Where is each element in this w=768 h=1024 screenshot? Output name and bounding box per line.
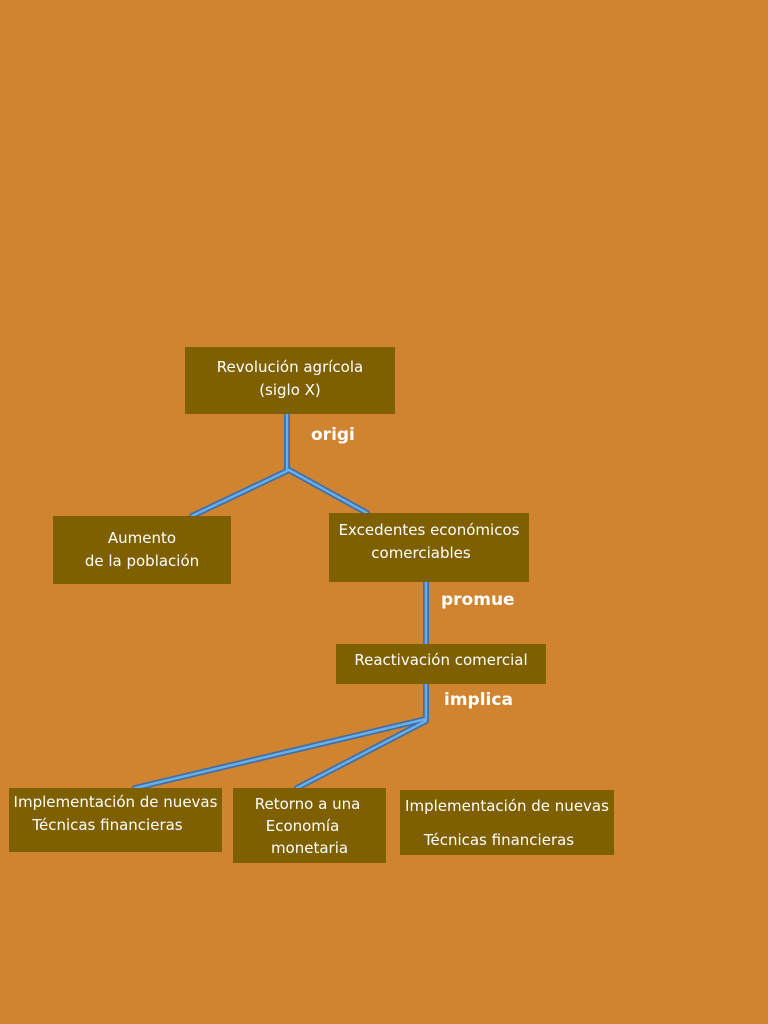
connector-to-aumento [189,467,292,519]
node-revolucion-agricola: Revolución agrícola (siglo X) [185,347,395,414]
node-excedentes-line2: comerciables [371,543,471,562]
node-aumento-poblacion: Aumento de la población [53,516,231,584]
node-retorno-line3: monetaria [270,838,349,857]
node-implementacion-1-line1: Implementación de nuevas [13,793,218,811]
node-retorno-line2: Economía [265,816,340,835]
node-implementacion-2-line1: Implementación de nuevas [405,796,609,815]
node-revolucion-line2: (siglo X) [259,380,321,399]
node-retorno-line1: Retorno a una [254,794,361,813]
connector-to-retorno [294,718,429,791]
node-aumento-line2: de la población [84,552,200,570]
node-reactivacion-comercial: Reactivación comercial [336,644,546,684]
node-excedentes-line1: Excedentes económicos [338,520,520,539]
node-implementacion-2: Implementación de nuevas Técnicas financ… [400,790,614,855]
node-aumento-line1: Aumento [107,529,177,547]
edge-label-implica: implica [444,690,513,710]
node-reactivacion-line1: Reactivación comercial [354,650,528,669]
node-implementacion-2-line2: Técnicas financieras [423,830,575,849]
node-retorno-economia: Retorno a una Economía monetaria [233,788,386,863]
connector-to-implementacion-1 [132,716,429,791]
node-implementacion-1: Implementación de nuevas Técnicas financ… [9,788,222,852]
node-revolucion-line1: Revolución agrícola [216,357,364,376]
edge-label-origi: origi [311,425,355,445]
connector-to-excedentes [286,467,370,516]
node-implementacion-1-line2: Técnicas financieras [32,816,183,834]
edge-label-promue: promue [441,590,515,610]
node-excedentes-economicos: Excedentes económicos comerciables [329,513,529,582]
